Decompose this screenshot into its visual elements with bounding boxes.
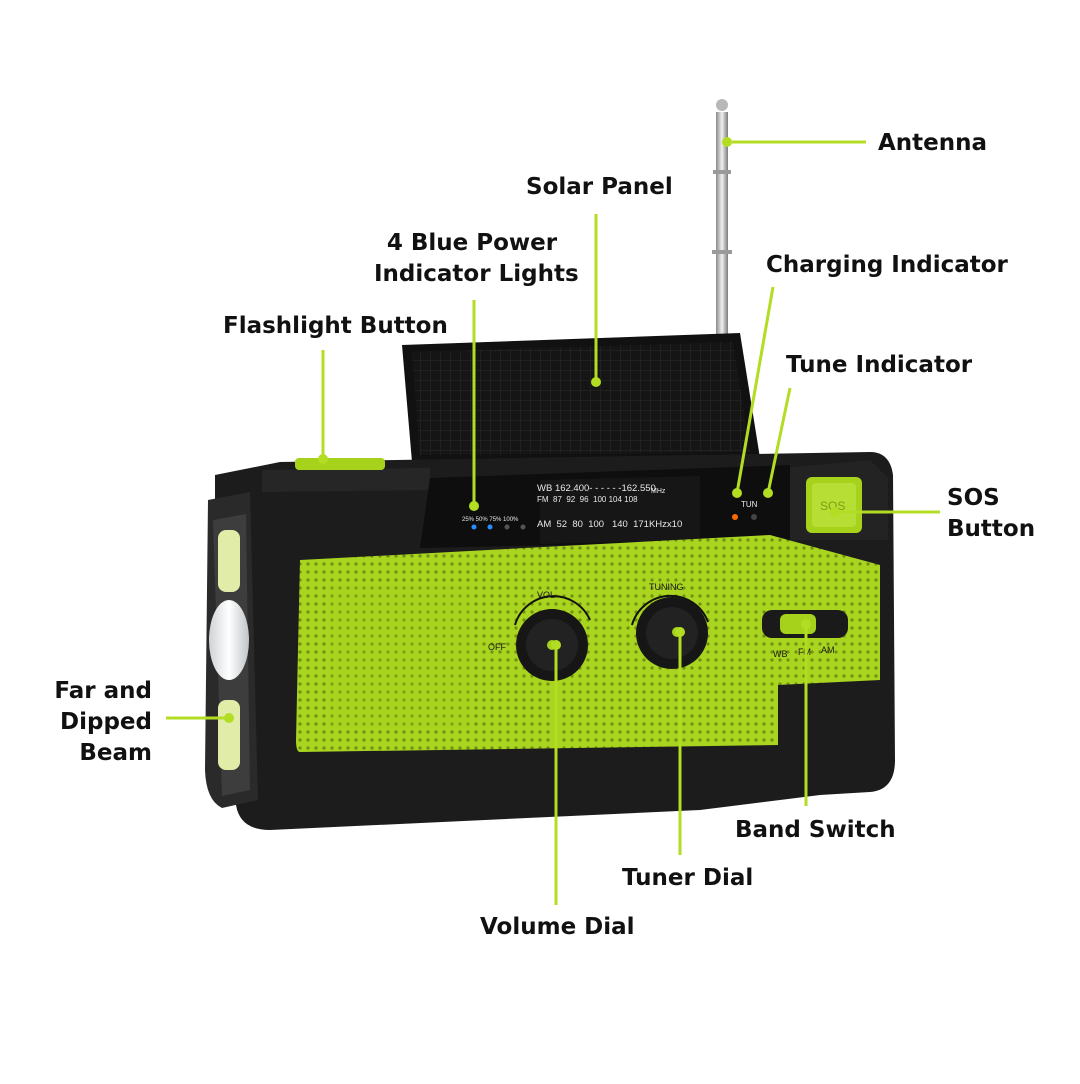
label-power-lights-line1: 4 Blue Power <box>386 230 558 256</box>
antenna[interactable] <box>712 99 732 362</box>
am-scale: AM 52 80 100 140 171KHzx10 <box>537 519 682 530</box>
charging-indicator-led <box>732 514 738 520</box>
band-am-text: AM <box>821 645 835 655</box>
label-power-lights: 4 Blue Power Indicator Lights <box>374 228 579 290</box>
label-beam-line3: Beam <box>79 740 152 766</box>
tuning-dial[interactable] <box>631 594 709 669</box>
leader-dots <box>224 137 840 723</box>
speaker-panel <box>296 535 880 752</box>
solar-panel <box>402 333 760 462</box>
tun-text: TUN <box>741 500 758 509</box>
label-volume-dial: Volume Dial <box>480 914 635 940</box>
battery-level-text: 25% 50% 75% 100% <box>462 517 519 523</box>
label-tune-indicator: Tune Indicator <box>786 352 973 378</box>
label-antenna: Antenna <box>878 130 988 156</box>
label-sos-line2: Button <box>947 516 1036 542</box>
tuning-text: TUNING <box>649 582 684 592</box>
leader-tune <box>766 387 792 494</box>
leader-charging <box>735 286 775 494</box>
band-wb-text: WB <box>773 649 788 659</box>
wb-scale: WB 162.400- - - - - -162.550 <box>537 483 656 494</box>
leader-lines <box>166 140 940 905</box>
label-tuner-dial: Tuner Dial <box>622 865 754 891</box>
flashlight-button[interactable] <box>295 458 385 470</box>
power-indicator-lights <box>471 524 526 530</box>
frequency-display <box>420 465 790 548</box>
label-beam-line1: Far and <box>54 678 152 704</box>
flashlight-head <box>205 492 258 808</box>
label-flashlight-button: Flashlight Button <box>223 313 448 339</box>
vol-text: VOL <box>537 590 555 600</box>
label-solar-panel: Solar Panel <box>526 174 673 200</box>
label-sos-button: SOS Button <box>947 483 1035 545</box>
label-power-lights-line2: Indicator Lights <box>374 261 579 287</box>
label-sos-line1: SOS <box>947 485 1000 511</box>
label-beam-line2: Dipped <box>60 709 152 735</box>
fm-scale: FM 87 92 96 100 104 108 <box>537 495 638 504</box>
label-charging-indicator: Charging Indicator <box>766 252 1008 278</box>
label-beam: Far and Dipped Beam <box>40 676 152 769</box>
wb-unit: MHz <box>651 488 666 495</box>
sos-button[interactable] <box>806 477 862 533</box>
label-band-switch: Band Switch <box>735 817 896 843</box>
off-text: OFF <box>488 642 506 652</box>
tune-indicator-led <box>751 514 757 520</box>
